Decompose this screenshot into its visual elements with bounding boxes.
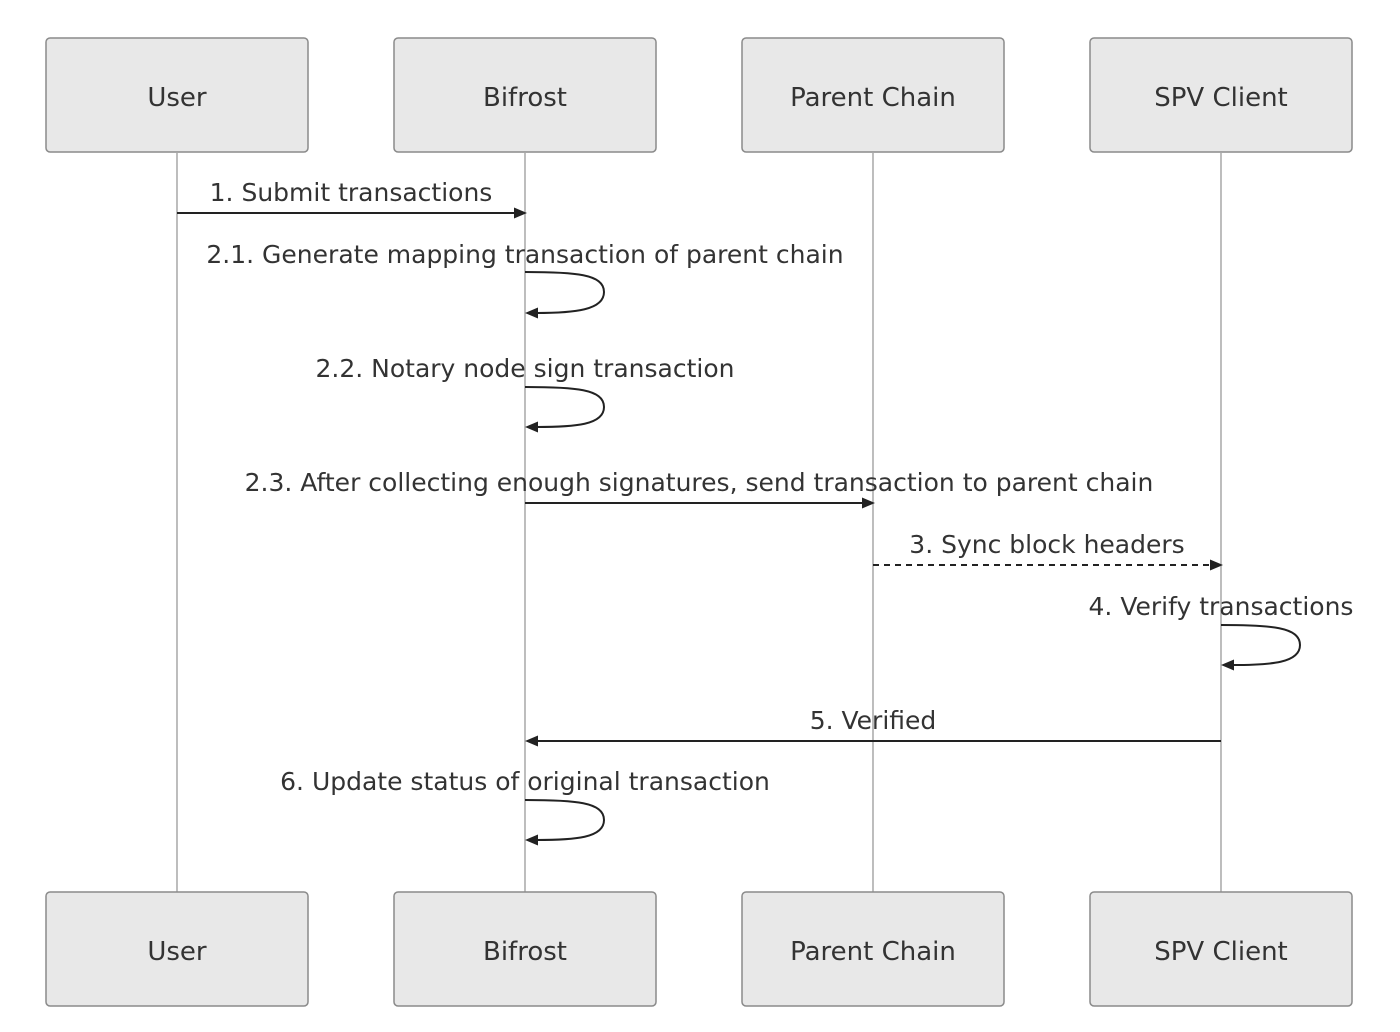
arrowhead-icon <box>525 834 538 846</box>
message-verify-transactions: 4. Verify transactions <box>1089 592 1354 671</box>
actor-label: User <box>147 937 207 967</box>
actor-label: Bifrost <box>483 937 567 967</box>
message-label: 5. Verified <box>810 706 937 735</box>
message-label: 4. Verify transactions <box>1089 592 1354 621</box>
arrowhead-icon <box>514 207 527 219</box>
actor-top-user: User <box>45 37 309 153</box>
actor-bottom-user: User <box>45 891 309 1007</box>
actor-bottom-bifrost: Bifrost <box>393 891 657 1007</box>
message-label: 6. Update status of original transaction <box>280 767 770 796</box>
message-update-status: 6. Update status of original transaction <box>280 767 770 846</box>
arrowhead-icon <box>1210 559 1223 571</box>
message-label: 2.1. Generate mapping transaction of par… <box>206 240 843 269</box>
actor-label: SPV Client <box>1154 83 1288 113</box>
message-notary-sign-transaction: 2.2. Notary node sign transaction <box>316 354 735 433</box>
message-label: 1. Submit transactions <box>210 178 493 207</box>
actor-top-bifrost: Bifrost <box>393 37 657 153</box>
message-sync-block-headers: 3. Sync block headers <box>873 530 1223 571</box>
actor-bottom-spv-client: SPV Client <box>1089 891 1353 1007</box>
message-submit-transactions: 1. Submit transactions <box>177 178 527 219</box>
actor-label: Parent Chain <box>790 83 956 113</box>
message-label: 2.2. Notary node sign transaction <box>316 354 735 383</box>
actor-label: SPV Client <box>1154 937 1288 967</box>
arrowhead-icon <box>525 307 538 319</box>
arrowhead-icon <box>1221 659 1234 671</box>
arrowhead-icon <box>862 497 875 509</box>
actor-top-spv-client: SPV Client <box>1089 37 1353 153</box>
actor-top-parent-chain: Parent Chain <box>741 37 1005 153</box>
actor-label: Bifrost <box>483 83 567 113</box>
message-send-to-parent-chain: 2.3. After collecting enough signatures,… <box>245 468 1154 509</box>
arrowhead-icon <box>525 735 538 747</box>
actor-bottom-parent-chain: Parent Chain <box>741 891 1005 1007</box>
message-generate-mapping-transaction: 2.1. Generate mapping transaction of par… <box>206 240 844 319</box>
actor-label: Parent Chain <box>790 937 956 967</box>
arrowhead-icon <box>525 421 538 433</box>
actor-label: User <box>147 83 207 113</box>
message-label: 2.3. After collecting enough signatures,… <box>245 468 1154 497</box>
message-label: 3. Sync block headers <box>909 530 1184 559</box>
message-verified: 5. Verified <box>525 706 1221 747</box>
